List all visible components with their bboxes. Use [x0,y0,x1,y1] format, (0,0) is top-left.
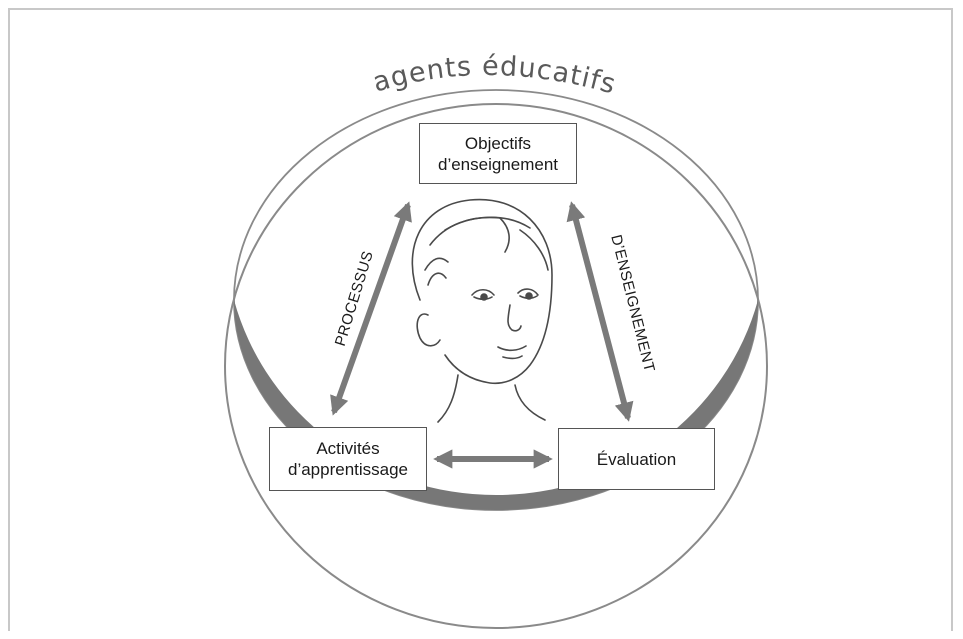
outer-circle [224,103,768,629]
figure-frame [8,8,953,631]
child-face-illustration [411,198,553,423]
node-evaluation-label: Évaluation [596,449,677,469]
node-evaluation: Évaluation [558,428,715,490]
node-objectives-line1: Objectifs [464,133,532,153]
node-activities-line2: d’apprentissage [287,460,409,479]
node-activities: Activités d’apprentissage [269,427,427,491]
arc-title: agents éducatifs [369,51,619,101]
arc-title-text: agents éducatifs [369,51,618,101]
node-objectives-line2: d’enseignement [437,154,559,174]
arrow-objectives-activities [330,201,412,416]
node-objectives: Objectifs d’enseignement [419,123,577,184]
node-activities-line1: Activités [316,439,380,458]
arrow-objectives-evaluation [566,201,634,422]
